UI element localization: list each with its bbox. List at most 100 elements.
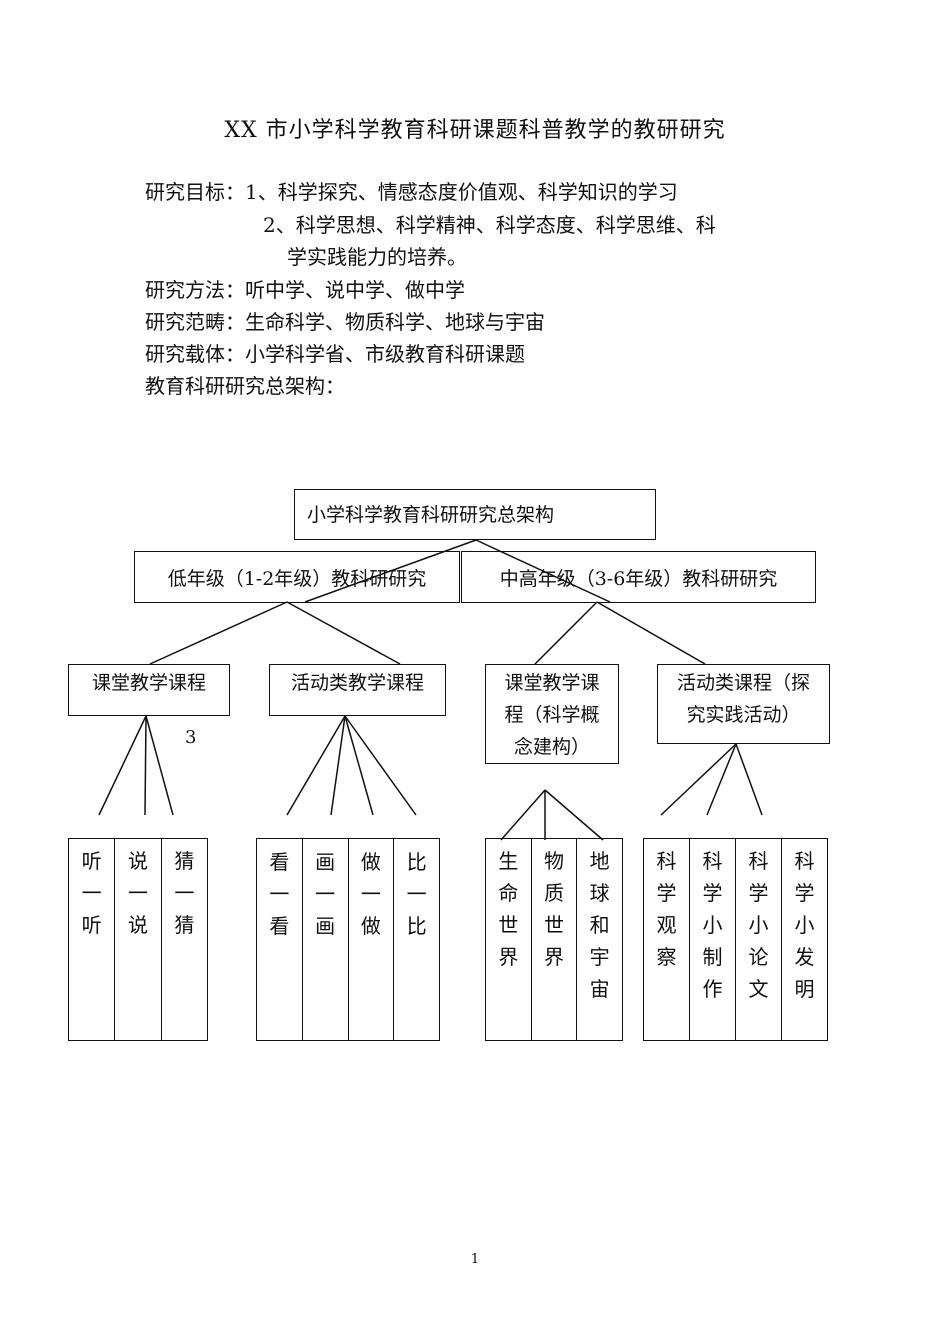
stray-number: 3 xyxy=(185,727,197,748)
leaf-char: 物 xyxy=(544,849,564,873)
leaf-char: 一 xyxy=(174,881,195,905)
leaf-char: 作 xyxy=(702,977,723,1001)
leaf-char: 学 xyxy=(748,881,769,905)
root-label: 小学科学教育科研研究总架构 xyxy=(307,504,555,526)
connector-line xyxy=(660,743,737,816)
leaf-group-mid-class: 生命世界物质世界地球和宇宙 xyxy=(485,838,623,1041)
low-class-label: 课堂教学课程 xyxy=(91,672,206,694)
leaf-char: 听 xyxy=(81,913,102,937)
carrier-label: 研究载体： xyxy=(145,342,245,366)
leaf-char: 论 xyxy=(748,945,769,969)
leaf-cell: 科学小制作 xyxy=(690,839,736,1040)
goal-2a: 2、科学思想、科学精神、科学态度、科学思维、科 xyxy=(263,213,716,237)
method-row: 研究方法：听中学、说中学、做中学 xyxy=(145,274,465,303)
leaf-char: 学 xyxy=(794,881,815,905)
leaf-char: 和 xyxy=(589,913,610,937)
connector-line xyxy=(544,789,604,841)
leaf-char: 比 xyxy=(406,850,427,874)
leaf-char: 说 xyxy=(127,913,148,937)
leaf-char: 地 xyxy=(589,849,610,873)
connector-line xyxy=(149,601,288,665)
method-label: 研究方法： xyxy=(145,278,245,302)
leaf-cell: 画一画 xyxy=(303,839,349,1040)
connector-line xyxy=(286,601,401,665)
connector-line xyxy=(475,539,611,603)
scope-row: 研究范畴：生命科学、物质科学、地球与宇宙 xyxy=(145,306,545,335)
leaf-group-low-activity: 看一看画一画做一做比一比 xyxy=(256,838,440,1041)
leaf-char: 一 xyxy=(315,882,336,906)
connector-line xyxy=(596,601,706,665)
leaf-char: 猜 xyxy=(174,913,195,937)
leaf-char: 制 xyxy=(702,945,723,969)
leaf-cell: 地球和宇宙 xyxy=(577,839,622,1040)
leaf-char: 世 xyxy=(544,913,564,937)
connector-line xyxy=(344,715,374,816)
mid-class-line: 程（科学概 xyxy=(504,704,600,726)
connector-line xyxy=(735,743,763,816)
leaf-char: 科 xyxy=(656,849,677,873)
leaf-char: 科 xyxy=(794,849,815,873)
leaf-char: 观 xyxy=(656,913,677,937)
leaf-char: 学 xyxy=(702,881,723,905)
leaf-cell: 科学观察 xyxy=(644,839,690,1040)
leaf-char: 界 xyxy=(498,945,519,969)
leaf-char: 一 xyxy=(127,881,148,905)
leaf-cell: 看一看 xyxy=(257,839,303,1040)
leaf-char: 科 xyxy=(702,849,723,873)
leaf-cell: 比一比 xyxy=(394,839,439,1040)
leaf-char: 画 xyxy=(315,850,336,874)
goal-2b: 学实践能力的培养。 xyxy=(287,245,467,269)
leaf-char: 一 xyxy=(81,881,102,905)
low-grade-label: 低年级（1-2年级）教科研研究 xyxy=(167,568,427,590)
framework-heading: 教育科研研究总架构： xyxy=(145,374,345,398)
carrier-value: 小学科学省、市级教育科研课题 xyxy=(245,342,525,366)
leaf-char: 学 xyxy=(656,881,677,905)
method-value: 听中学、说中学、做中学 xyxy=(245,278,465,302)
mid-activity-line: 究实践活动） xyxy=(686,704,801,726)
leaf-char: 小 xyxy=(702,913,723,937)
leaf-char: 生 xyxy=(498,849,519,873)
connector-line xyxy=(98,715,147,816)
mid-class-node: 课堂教学课 程（科学概 念建构） xyxy=(485,664,619,764)
connector-line xyxy=(286,715,346,816)
leaf-char: 看 xyxy=(269,850,290,874)
mid-activity-line: 活动类课程（探 xyxy=(676,672,810,694)
leaf-cell: 说一说 xyxy=(115,839,162,1040)
connector-line xyxy=(534,601,598,665)
leaf-char: 宇 xyxy=(589,945,610,969)
leaf-char: 比 xyxy=(406,914,427,938)
leaf-char: 猜 xyxy=(174,849,195,873)
leaf-cell: 科学小论文 xyxy=(736,839,782,1040)
leaf-cell: 听一听 xyxy=(69,839,116,1040)
mid-activity-node: 活动类课程（探 究实践活动） xyxy=(657,664,830,744)
leaf-cell: 物质世界 xyxy=(532,839,578,1040)
carrier-row: 研究载体：小学科学省、市级教育科研课题 xyxy=(145,338,525,367)
leaf-char: 一 xyxy=(269,882,290,906)
leaf-cell: 做一做 xyxy=(349,839,395,1040)
low-class-node: 课堂教学课程 xyxy=(68,664,230,716)
connector-line xyxy=(144,715,147,816)
leaf-char: 文 xyxy=(748,977,769,1001)
root-node: 小学科学教育科研研究总架构 xyxy=(294,489,656,540)
leaf-char: 说 xyxy=(127,849,148,873)
leaf-char: 做 xyxy=(360,850,381,874)
scope-value: 生命科学、物质科学、地球与宇宙 xyxy=(245,310,545,334)
leaf-group-mid-activity: 科学观察科学小制作科学小论文科学小发明 xyxy=(643,838,828,1041)
leaf-cell: 科学小发明 xyxy=(782,839,827,1040)
leaf-char: 听 xyxy=(81,849,102,873)
leaf-char: 小 xyxy=(748,913,769,937)
leaf-char: 球 xyxy=(589,881,610,905)
leaf-char: 看 xyxy=(269,914,290,938)
low-activity-node: 活动类教学课程 xyxy=(269,664,446,716)
leaf-group-low-class: 听一听说一说猜一猜 xyxy=(68,838,208,1041)
leaf-char: 发 xyxy=(794,945,815,969)
mid-class-line: 课堂教学课 xyxy=(504,672,600,694)
leaf-cell: 生命世界 xyxy=(486,839,532,1040)
leaf-char: 质 xyxy=(544,881,564,905)
scope-label: 研究范畴： xyxy=(145,310,245,334)
leaf-char: 界 xyxy=(544,945,564,969)
leaf-char: 一 xyxy=(360,882,381,906)
leaf-char: 宙 xyxy=(589,977,610,1001)
connector-line xyxy=(706,743,737,816)
